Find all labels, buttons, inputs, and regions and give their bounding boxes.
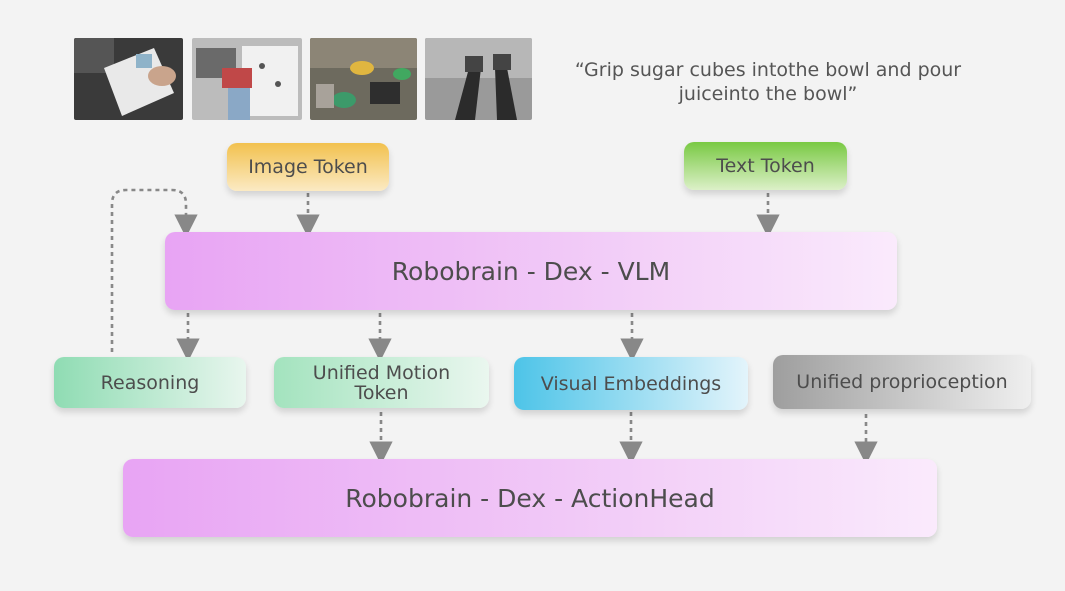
vlm-node: Robobrain - Dex - VLM (165, 232, 897, 310)
visual-embeddings-label: Visual Embeddings (540, 372, 722, 395)
motion-token-label-line-1: Unified Motion (312, 361, 451, 384)
instruction-line-2: juiceinto the bowl” (678, 83, 858, 105)
image-token-node: Image Token (227, 143, 389, 191)
photo-thumbnail-4 (425, 38, 532, 120)
instruction-prompt: “Grip sugar cubes intothe bowl and pour … (548, 58, 988, 106)
motion-token-label-line-2: Token (354, 381, 409, 404)
proprioception-label: Unified proprioception (796, 371, 1008, 393)
arrow-reasoning-loop (110, 188, 198, 352)
instruction-line-1: “Grip sugar cubes intothe bowl and pour (574, 59, 962, 81)
image-token-label: Image Token (248, 156, 368, 178)
proprioception-node: Unified proprioception (773, 355, 1031, 409)
photo-thumbnail-1 (74, 38, 183, 120)
text-token-node: Text Token (684, 142, 847, 190)
action-head-label: Robobrain - Dex - ActionHead (345, 483, 715, 513)
reasoning-label: Reasoning (100, 371, 200, 394)
reasoning-node: Reasoning (54, 357, 246, 408)
vlm-label: Robobrain - Dex - VLM (391, 256, 671, 286)
photo-thumbnail-2 (192, 38, 302, 120)
action-head-node: Robobrain - Dex - ActionHead (123, 459, 937, 537)
text-token-label: Text Token (716, 155, 815, 177)
motion-token-node: Unified Motion Token (274, 357, 489, 408)
photo-thumbnail-3 (310, 38, 417, 120)
visual-embeddings-node: Visual Embeddings (514, 357, 748, 410)
